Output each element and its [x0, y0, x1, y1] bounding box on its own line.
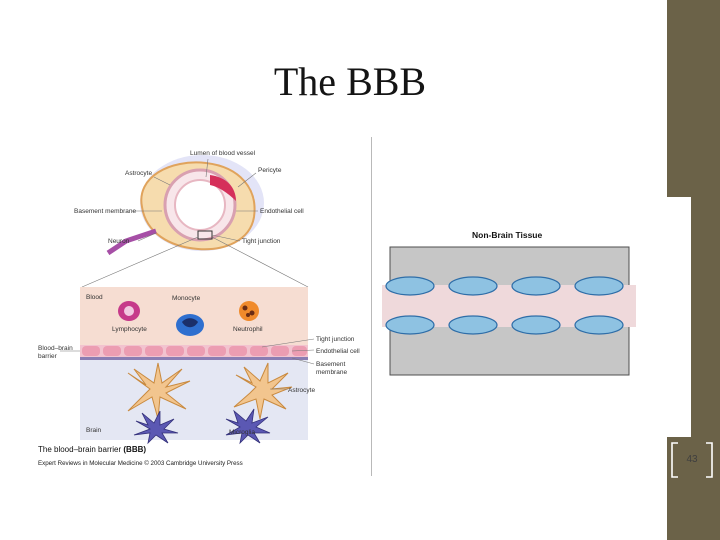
non-brain-title: Non-Brain Tissue: [472, 230, 542, 240]
endothelial-cells: [82, 346, 307, 356]
caption-prefix: The blood–brain barrier: [38, 445, 123, 454]
neutrophil-cell: [239, 301, 259, 321]
label-neuron: Neuron: [108, 238, 130, 245]
astrocyte-cells: [127, 362, 293, 420]
label-tight-junction-top: Tight junction: [242, 238, 281, 245]
label-endothelial-top: Endothelial cell: [260, 208, 304, 215]
label-basement-line2: membrane: [316, 369, 347, 376]
leader-lines-right: [261, 338, 315, 390]
neuron-process: [106, 228, 157, 256]
label-neutrophil: Neutrophil: [233, 326, 263, 333]
leader-lines: [81, 158, 309, 288]
label-basement-line1: Basement: [316, 361, 345, 368]
neutrophil-lobe: [242, 305, 248, 311]
microglia-cells: [133, 408, 271, 445]
label-bbb-line2: barrier: [38, 353, 58, 360]
lymphocyte-nucleus: [124, 306, 134, 316]
label-microglia: Microglia: [229, 429, 255, 436]
pericyte-shape: [210, 175, 236, 201]
endothelial-cells-top-row: [385, 276, 624, 296]
label-brain: Brain: [86, 427, 102, 434]
neutrophil-lobe: [246, 313, 250, 317]
label-pericyte: Pericyte: [258, 167, 282, 174]
label-bbb-line1: Blood–brain: [38, 345, 73, 352]
page-number: 43: [686, 454, 698, 465]
figure-caption: The blood–brain barrier (BBB): [38, 445, 146, 454]
label-lumen: Lumen of blood vessel: [190, 150, 256, 157]
neutrophil-lobe: [249, 310, 255, 316]
non-brain-tissue-diagram: Non-Brain Tissue: [372, 197, 691, 437]
label-blood: Blood: [86, 294, 103, 301]
caption-bold: (BBB): [123, 445, 146, 454]
page-number-brackets: [671, 442, 713, 478]
slide-title: The BBB: [273, 59, 427, 104]
label-tight-junction: Tight junction: [316, 336, 355, 343]
figure-credit: Expert Reviews in Molecular Medicine © 2…: [38, 460, 243, 467]
page-number-badge: 43: [668, 441, 716, 479]
label-monocyte: Monocyte: [172, 295, 201, 302]
bbb-diagram: Lumen of blood vessel Astrocyte Pericyte…: [30, 137, 372, 476]
label-astrocyte-bottom: Astrocyte: [288, 387, 315, 394]
vessel-lumen: [174, 179, 226, 231]
label-basement-membrane-top: Basement membrane: [74, 208, 137, 215]
label-astrocyte-top: Astrocyte: [125, 170, 152, 177]
monocyte-nucleus: [182, 318, 198, 328]
endothelial-cells-bottom-row: [385, 315, 624, 335]
label-endothelial-cell: Endothelial cell: [316, 348, 360, 355]
basement-membrane-line: [80, 357, 308, 360]
label-lymphocyte: Lymphocyte: [112, 326, 147, 333]
